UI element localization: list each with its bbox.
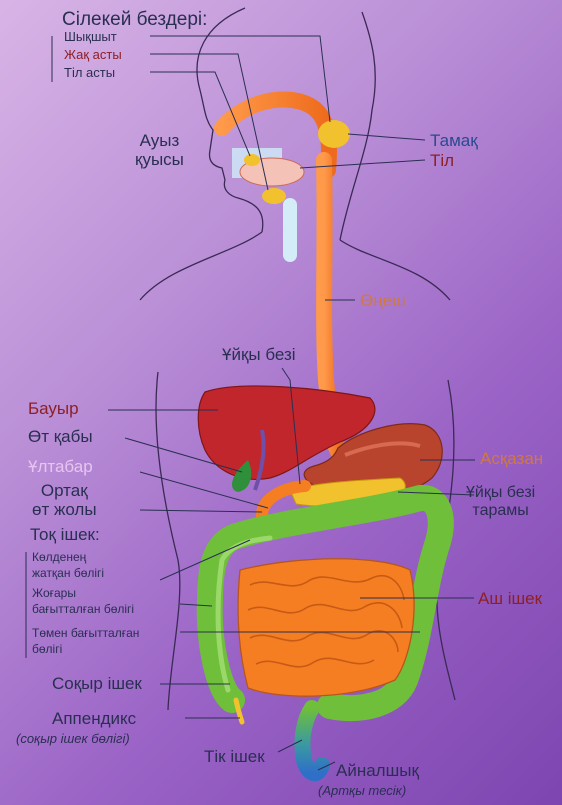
submandibular-gland-shape — [262, 188, 286, 204]
label-appendix-note: (соқыр ішек бөлігі) — [16, 732, 130, 746]
label-sublingual: Тіл асты — [64, 66, 115, 80]
label-pancreas: Ұйқы безі — [222, 346, 296, 365]
label-pharynx: Тамақ — [430, 132, 478, 151]
label-cecum: Соқыр ішек — [52, 675, 142, 694]
small-intestine-shape — [238, 559, 414, 696]
parotid-gland-shape — [318, 120, 350, 148]
sublingual-gland-shape — [244, 154, 260, 166]
rectum-shape — [302, 708, 322, 773]
label-colon-descending: Төмен бағытталған бөлігі — [32, 626, 139, 657]
label-esophagus: Өңеш — [360, 292, 406, 311]
label-colon-transverse: Көлденең жатқан бөлігі — [32, 550, 104, 581]
label-rectum: Тік ішек — [204, 748, 265, 767]
label-submandibular: Жақ асты — [64, 48, 122, 62]
label-colon-ascending: Жоғары бағытталған бөлігі — [32, 586, 134, 617]
label-duodenum: Ұлтабар — [28, 458, 93, 477]
label-anus: Айналшық — [336, 762, 419, 781]
label-common-bile-duct: Ортақ өт жолы — [32, 482, 97, 519]
label-anus-note: (Артқы тесік) — [318, 784, 406, 798]
label-mouth-cavity: Ауыз қуысы — [135, 132, 184, 169]
label-colon: Тоқ ішек: — [30, 526, 100, 545]
label-small-intestine: Аш ішек — [478, 590, 542, 609]
label-stomach: Асқазан — [480, 450, 543, 469]
label-salivary-glands: Сілекей бездері: — [62, 10, 207, 31]
label-appendix: Аппендикс — [52, 710, 136, 729]
label-liver: Бауыр — [28, 400, 79, 419]
label-pancreatic-duct: Ұйқы безі тарамы — [466, 484, 535, 519]
label-parotid: Шықшыт — [64, 30, 117, 44]
label-tongue: Тіл — [430, 152, 454, 171]
label-gallbladder: Өт қабы — [28, 428, 93, 447]
